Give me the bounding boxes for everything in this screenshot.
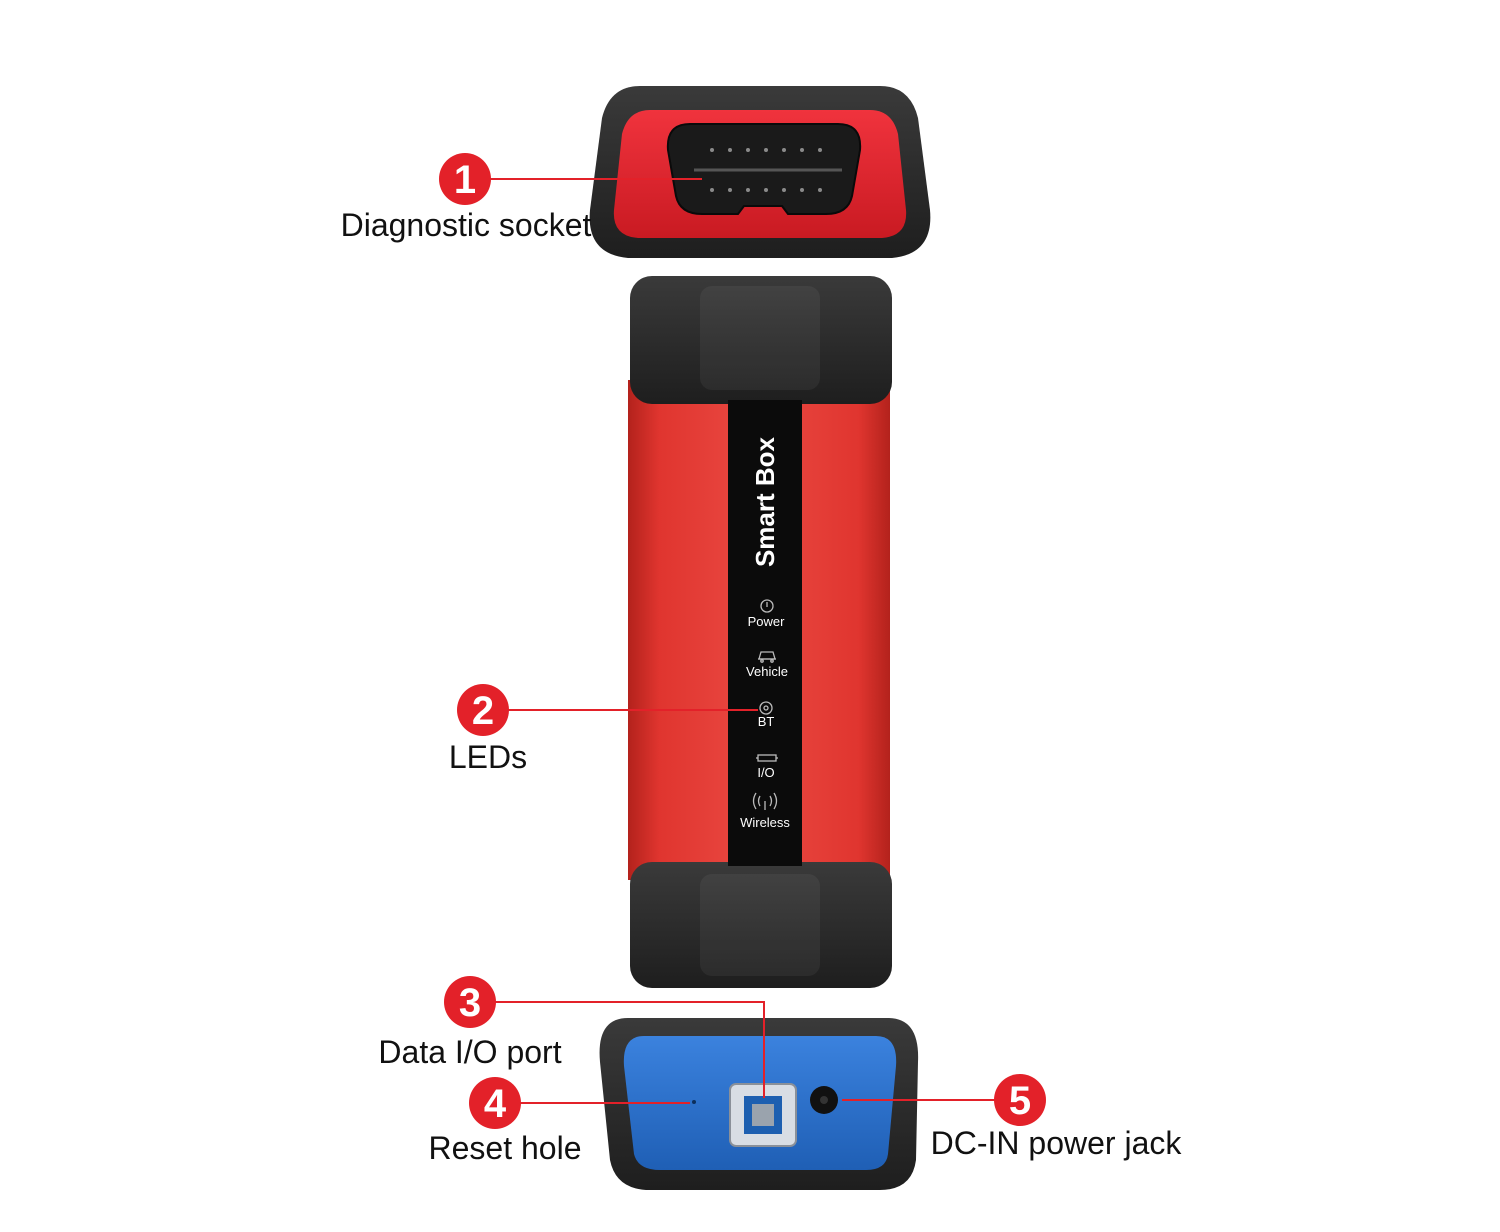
bottom-rubber-cap [630, 862, 892, 988]
led-bt: BT [758, 701, 775, 729]
led-strip [728, 400, 802, 866]
wireless-icon [752, 792, 778, 810]
callout-3-leader [495, 1001, 765, 1098]
callout-3-label: Data I/O port [378, 1034, 561, 1070]
bluetooth-icon [759, 701, 773, 715]
callout-1: 1 Diagnostic socket [341, 153, 592, 243]
car-icon [758, 651, 776, 663]
callout-5: 5 DC-IN power jack [931, 1074, 1183, 1161]
callout-3-badge [444, 976, 496, 1028]
led-label-io: I/O [757, 765, 774, 780]
led-io: I/O [756, 754, 778, 780]
callout-1-label: Diagnostic socket [341, 207, 592, 243]
led-power: Power [748, 599, 786, 629]
obd-pins [710, 148, 822, 192]
callout-3: 3 Data I/O port [378, 976, 562, 1070]
callout-2: 2 LEDs [449, 684, 527, 775]
led-vehicle: Vehicle [746, 651, 788, 679]
dc-power-jack-pin [820, 1096, 828, 1104]
callout-leaders [490, 178, 996, 1104]
callout-2-label: LEDs [449, 739, 527, 775]
power-icon [760, 599, 774, 613]
callout-3-number: 3 [459, 981, 481, 1025]
io-port-icon [756, 754, 778, 762]
callout-5-number: 5 [1009, 1079, 1031, 1123]
diagnostic-socket-view [589, 86, 931, 258]
led-wireless: Wireless [740, 792, 790, 830]
callout-4-label: Reset hole [429, 1130, 582, 1166]
callout-4: 4 Reset hole [429, 1077, 582, 1166]
callout-5-label: DC-IN power jack [931, 1125, 1183, 1161]
callout-1-badge [439, 153, 491, 205]
led-label-wireless: Wireless [740, 815, 790, 830]
callout-2-badge [457, 684, 509, 736]
callout-4-number: 4 [484, 1082, 507, 1126]
callout-2-number: 2 [472, 689, 494, 733]
device-body: Smart Box Power Vehicle BT I/O [628, 276, 892, 988]
io-ports-view [599, 1018, 919, 1190]
bottom-cap-highlight [700, 874, 820, 976]
callout-5-badge [994, 1074, 1046, 1126]
callout-4-badge [469, 1077, 521, 1129]
led-label-bt: BT [758, 714, 775, 729]
led-label-vehicle: Vehicle [746, 664, 788, 679]
reset-hole [692, 1100, 696, 1104]
callout-1-number: 1 [454, 158, 476, 202]
led-label-power: Power [748, 614, 786, 629]
top-cap-highlight [700, 286, 820, 390]
top-rubber-cap [630, 276, 892, 404]
usb-b-port-tongue [752, 1104, 774, 1126]
brand-label: Smart Box [750, 436, 780, 567]
